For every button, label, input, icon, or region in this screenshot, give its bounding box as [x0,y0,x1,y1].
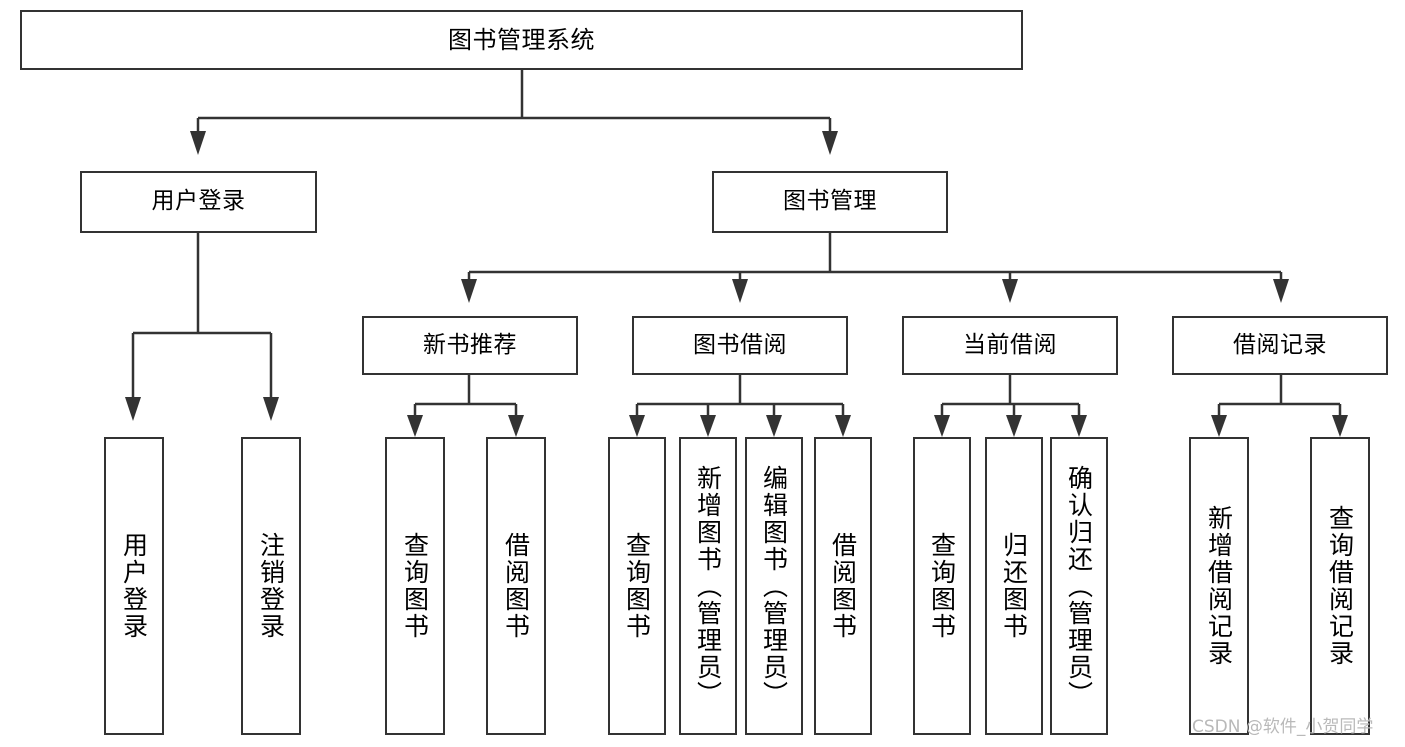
leaf-return-book[interactable]: 归还图书 [985,437,1043,735]
leaf-new-borrow-book-label: 借阅图书 [501,532,531,640]
node-book-borrow-label: 图书借阅 [693,331,787,358]
arrowhead-current [1002,279,1018,303]
leaf-confirm-return-admin-label: 确认归还（管理员） [1064,464,1094,708]
arrowhead-new-leaf2 [508,415,524,437]
leaf-add-book-admin[interactable]: 新增图书（管理员） [679,437,737,735]
leaf-new-borrow-book[interactable]: 借阅图书 [486,437,546,735]
leaf-return-book-label: 归还图书 [999,532,1029,640]
node-borrow-record-label: 借阅记录 [1233,331,1327,358]
leaf-user-logout[interactable]: 注销登录 [241,437,301,735]
leaf-user-logout-label: 注销登录 [256,532,286,640]
leaf-new-query-book-label: 查询图书 [400,532,430,640]
leaf-query-borrow-record-label: 查询借阅记录 [1325,505,1355,667]
node-new-book-recommend[interactable]: 新书推荐 [362,316,578,375]
arrowhead-record-leaf2 [1332,415,1348,437]
arrowhead-book [822,131,838,155]
leaf-borrow-book[interactable]: 借阅图书 [814,437,872,735]
leaf-borrow-query-book[interactable]: 查询图书 [608,437,666,735]
arrowhead-borrow-leaf1 [629,415,645,437]
arrowhead-user [190,131,206,155]
arrowhead-borrow-leaf4 [835,415,851,437]
arrowhead-user-leaf1 [125,397,141,421]
leaf-user-login[interactable]: 用户登录 [104,437,164,735]
leaf-edit-book-admin-label: 编辑图书（管理员） [759,464,789,708]
node-root-label: 图书管理系统 [448,25,595,54]
leaf-current-query-book[interactable]: 查询图书 [913,437,971,735]
arrowhead-current-leaf1 [934,415,950,437]
leaf-query-borrow-record[interactable]: 查询借阅记录 [1310,437,1370,735]
leaf-add-borrow-record-label: 新增借阅记录 [1204,505,1234,667]
leaf-edit-book-admin[interactable]: 编辑图书（管理员） [745,437,803,735]
arrowhead-record-leaf1 [1211,415,1227,437]
leaf-add-book-admin-label: 新增图书（管理员） [693,464,723,708]
node-user-login-label: 用户登录 [151,188,246,215]
node-current-borrow-label: 当前借阅 [963,331,1057,358]
leaf-user-login-label: 用户登录 [119,532,149,640]
arrowhead-new [461,279,477,303]
node-root[interactable]: 图书管理系统 [20,10,1023,70]
node-current-borrow[interactable]: 当前借阅 [902,316,1118,375]
node-book-management-label: 图书管理 [783,188,877,215]
leaf-confirm-return-admin[interactable]: 确认归还（管理员） [1050,437,1108,735]
arrowhead-borrow [732,279,748,303]
node-new-book-recommend-label: 新书推荐 [423,331,517,358]
leaf-new-query-book[interactable]: 查询图书 [385,437,445,735]
arrowhead-borrow-leaf2 [700,415,716,437]
arrowhead-current-leaf2 [1006,415,1022,437]
leaf-borrow-query-book-label: 查询图书 [622,532,652,640]
node-user-login[interactable]: 用户登录 [80,171,317,233]
arrowhead-record [1273,279,1289,303]
node-book-borrow[interactable]: 图书借阅 [632,316,848,375]
node-book-management[interactable]: 图书管理 [712,171,948,233]
node-borrow-record[interactable]: 借阅记录 [1172,316,1388,375]
arrowhead-current-leaf3 [1071,415,1087,437]
leaf-current-query-book-label: 查询图书 [927,532,957,640]
arrowhead-borrow-leaf3 [766,415,782,437]
csdn-watermark: CSDN @软件_小贺同学 [1192,717,1374,737]
arrowhead-user-leaf2 [263,397,279,421]
leaf-add-borrow-record[interactable]: 新增借阅记录 [1189,437,1249,735]
arrowhead-new-leaf1 [407,415,423,437]
leaf-borrow-book-label: 借阅图书 [828,532,858,640]
